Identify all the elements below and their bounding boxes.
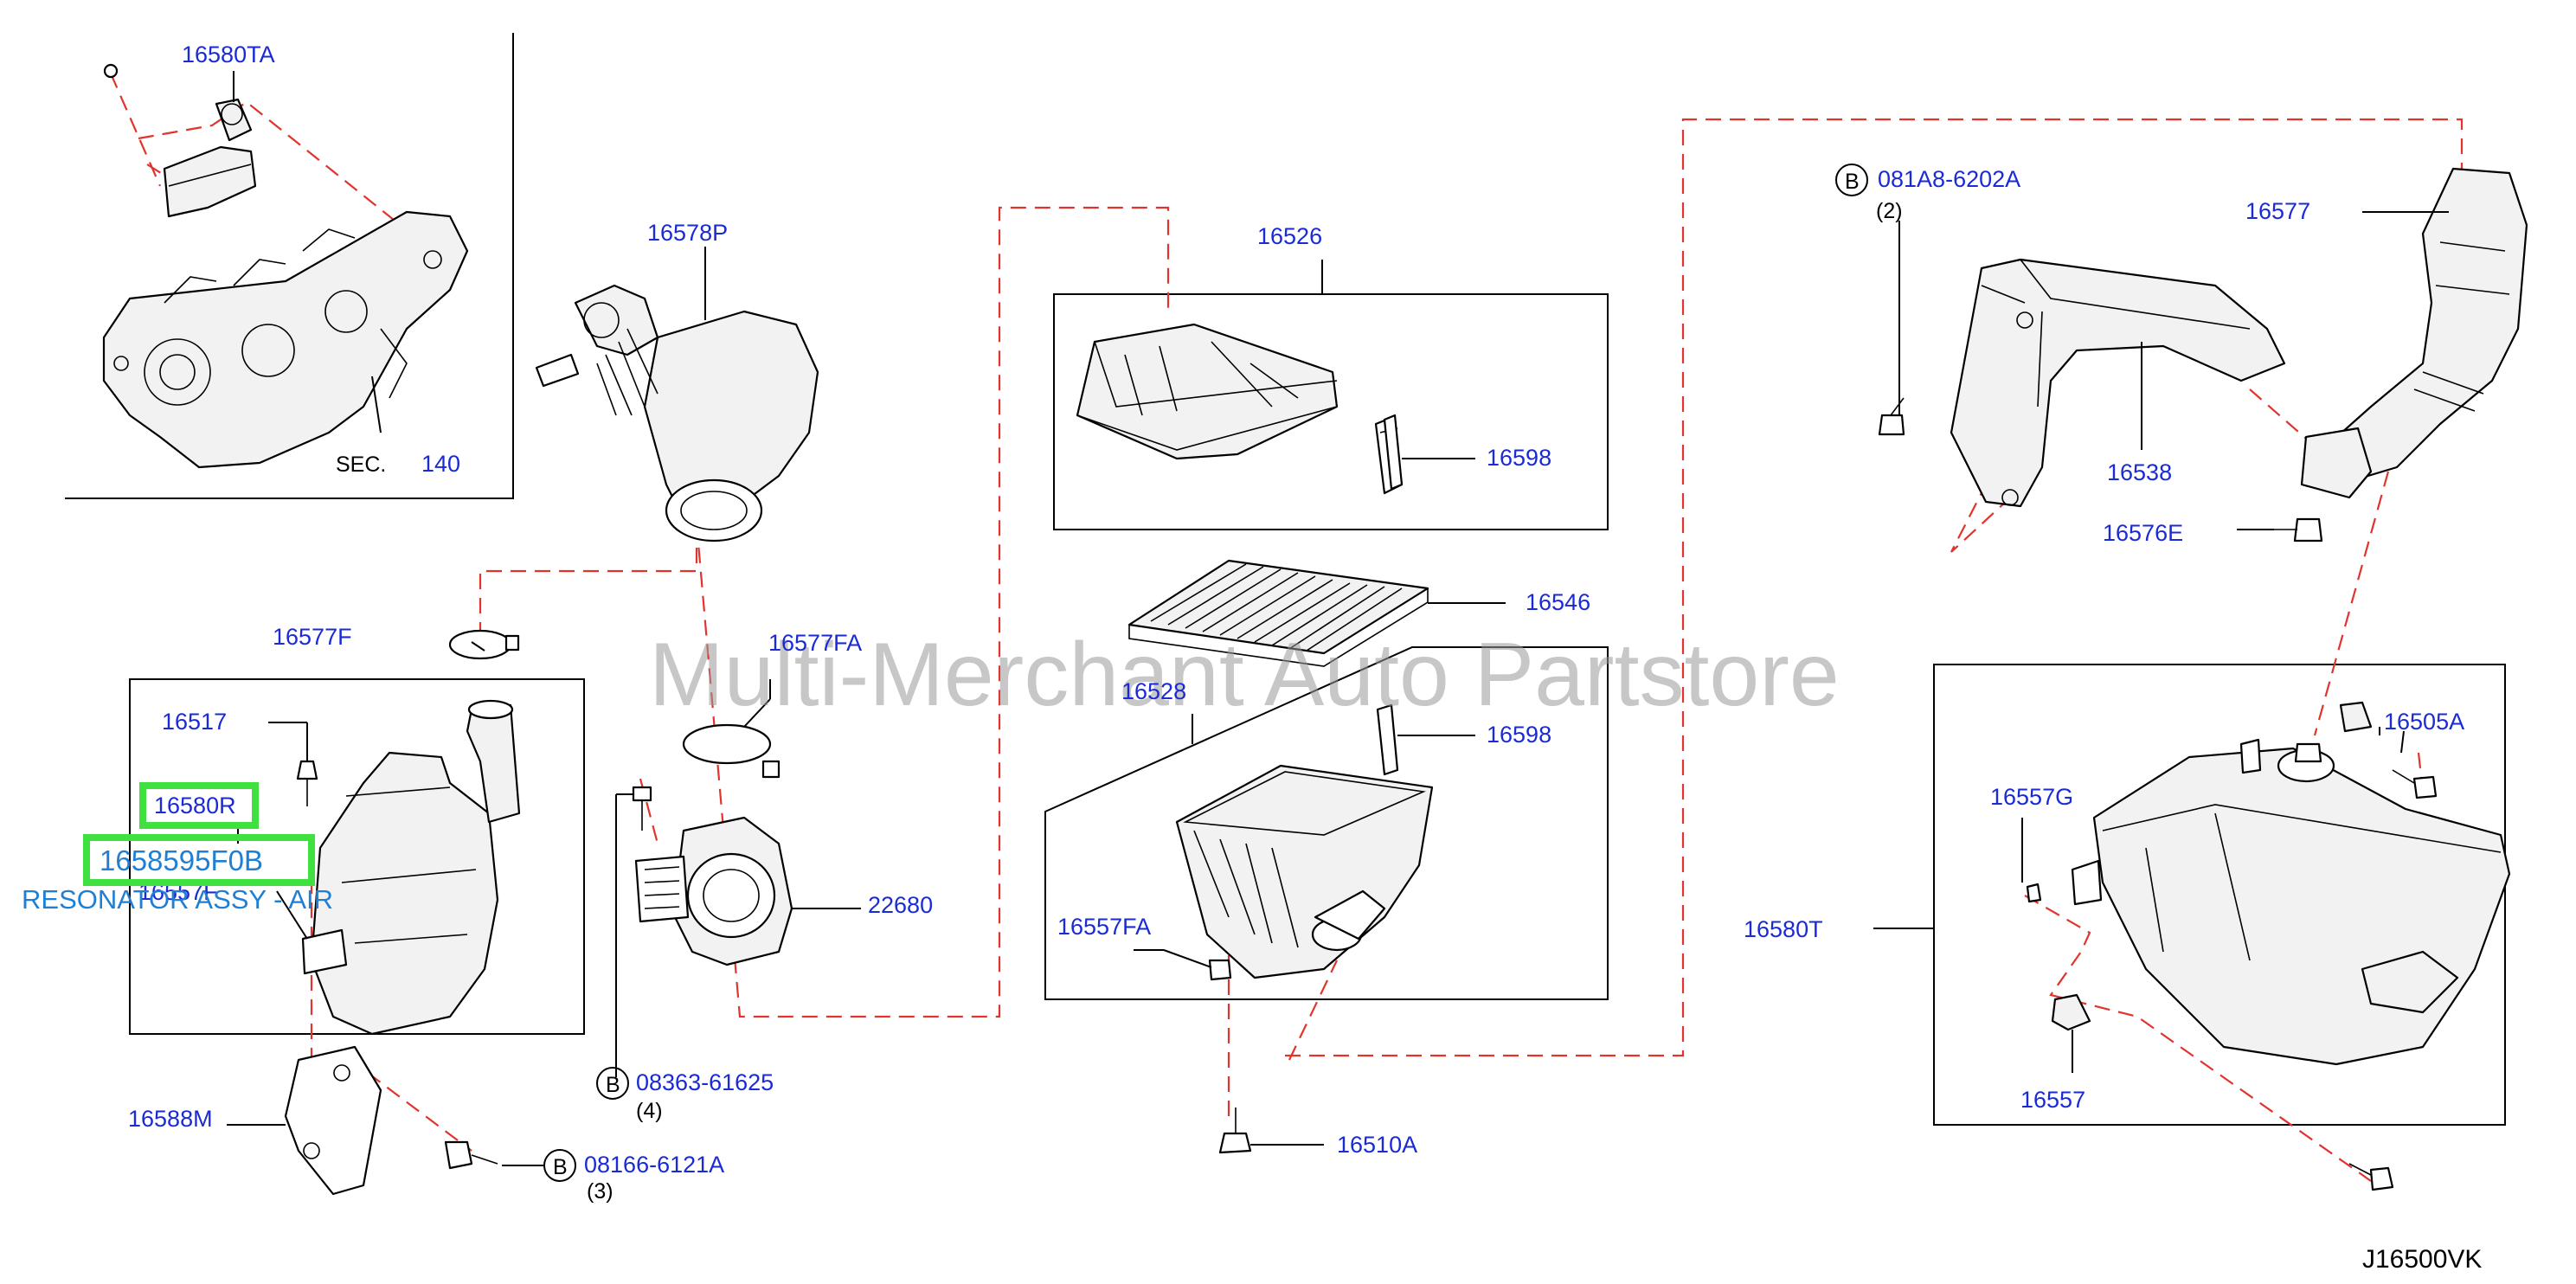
- label-16577FA[interactable]: 16577FA: [768, 630, 862, 656]
- label-sec-number[interactable]: 140: [421, 451, 460, 477]
- resonator-left-frame: [129, 678, 585, 1035]
- right-small-part-drawings: [2026, 701, 2438, 1191]
- label-16576E[interactable]: 16576E: [2103, 520, 2183, 546]
- label-16526[interactable]: 16526: [1257, 223, 1322, 249]
- hose-16577-drawing: [2300, 167, 2528, 499]
- label-08166-6121A[interactable]: 08166-6121A: [584, 1152, 724, 1178]
- label-16557G[interactable]: 16557G: [1990, 784, 2073, 810]
- filter-element-drawing: [1127, 559, 1429, 667]
- air-cleaner-body-frame: [1044, 646, 1609, 1000]
- label-qty-3: (3): [587, 1179, 613, 1204]
- diagram-code: J16500VK: [2362, 1245, 2482, 1274]
- bolt-b-circle-2: [543, 1149, 576, 1182]
- air-cleaner-body-drawing: [1175, 414, 1434, 981]
- label-16588M[interactable]: 16588M: [128, 1106, 213, 1132]
- bolt-b-circle-1: [596, 1067, 629, 1100]
- frames: [65, 33, 2506, 1126]
- intake-manifold-frame: [65, 33, 514, 499]
- air-cleaner-cover-drawing: [1076, 323, 1404, 495]
- highlight-description: RESONATOR ASSY - AIR: [22, 884, 333, 915]
- label-qty-2: (2): [1876, 199, 1903, 223]
- small-resonator-drawing: [103, 63, 257, 218]
- resonator-16580R-drawing: [284, 699, 521, 1196]
- label-16580R[interactable]: 16580R: [154, 793, 236, 819]
- label-16578P[interactable]: 16578P: [647, 220, 728, 246]
- label-16557FA[interactable]: 16557FA: [1057, 914, 1151, 940]
- highlight-box-part-number: [83, 834, 315, 886]
- maf-sensor-22680-drawing: [634, 816, 793, 966]
- label-16546[interactable]: 16546: [1526, 589, 1590, 615]
- right-top-bolt-drawings: [1878, 397, 2323, 542]
- label-16510A[interactable]: 16510A: [1337, 1132, 1417, 1158]
- label-16577[interactable]: 16577: [2245, 198, 2310, 224]
- highlight-group: 1658595F0B RESONATOR ASSY - AIR: [22, 782, 333, 915]
- part-labels: 16580TA SEC. 140 16578P 16577F 16517 165…: [128, 42, 2482, 1274]
- bolt-b-letter-2: B: [553, 1155, 568, 1179]
- air-cleaner-cover-frame: [1053, 293, 1609, 530]
- bolt-b-letter-3: B: [1845, 170, 1860, 194]
- intake-manifold-drawing: [102, 210, 469, 469]
- label-16577F[interactable]: 16577F: [273, 624, 352, 650]
- air-duct-16578P-drawing: [535, 284, 819, 542]
- label-16557[interactable]: 16557: [2020, 1087, 2085, 1113]
- bolt-b-letter-1: B: [606, 1073, 620, 1097]
- label-08363-61625[interactable]: 08363-61625: [636, 1069, 774, 1095]
- label-sec-text: SEC.: [336, 453, 386, 477]
- bracket-16538-drawing: [1950, 258, 2286, 508]
- label-16517[interactable]: 16517: [162, 709, 227, 735]
- label-qty-4: (4): [636, 1099, 663, 1123]
- hose-clamp-drawings: [448, 629, 781, 779]
- highlight-box-16580R: [139, 782, 259, 829]
- label-16538[interactable]: 16538: [2107, 459, 2172, 485]
- screw-16510A-drawing: [1218, 1107, 1252, 1154]
- label-16598-bottom[interactable]: 16598: [1487, 722, 1551, 748]
- leader-lines: [227, 71, 2449, 1166]
- bolt-b-circle-3: [1835, 164, 1868, 196]
- highlight-part-number[interactable]: 1658595F0B: [100, 844, 263, 876]
- label-16580TA[interactable]: 16580TA: [182, 42, 275, 67]
- label-16580T[interactable]: 16580T: [1744, 916, 1823, 942]
- resonator-right-frame: [1933, 664, 2506, 1126]
- resonator-16580T-drawing: [2071, 738, 2511, 1066]
- left-bolt-drawings: [296, 760, 652, 1170]
- label-081A8-6202A[interactable]: 081A8-6202A: [1878, 166, 2020, 192]
- label-16598-top[interactable]: 16598: [1487, 445, 1551, 471]
- label-22680[interactable]: 22680: [868, 892, 933, 918]
- label-16505A[interactable]: 16505A: [2384, 709, 2464, 735]
- label-16528[interactable]: 16528: [1121, 678, 1186, 704]
- watermark-text: Multi-Merchant Auto Partstore: [649, 625, 1840, 725]
